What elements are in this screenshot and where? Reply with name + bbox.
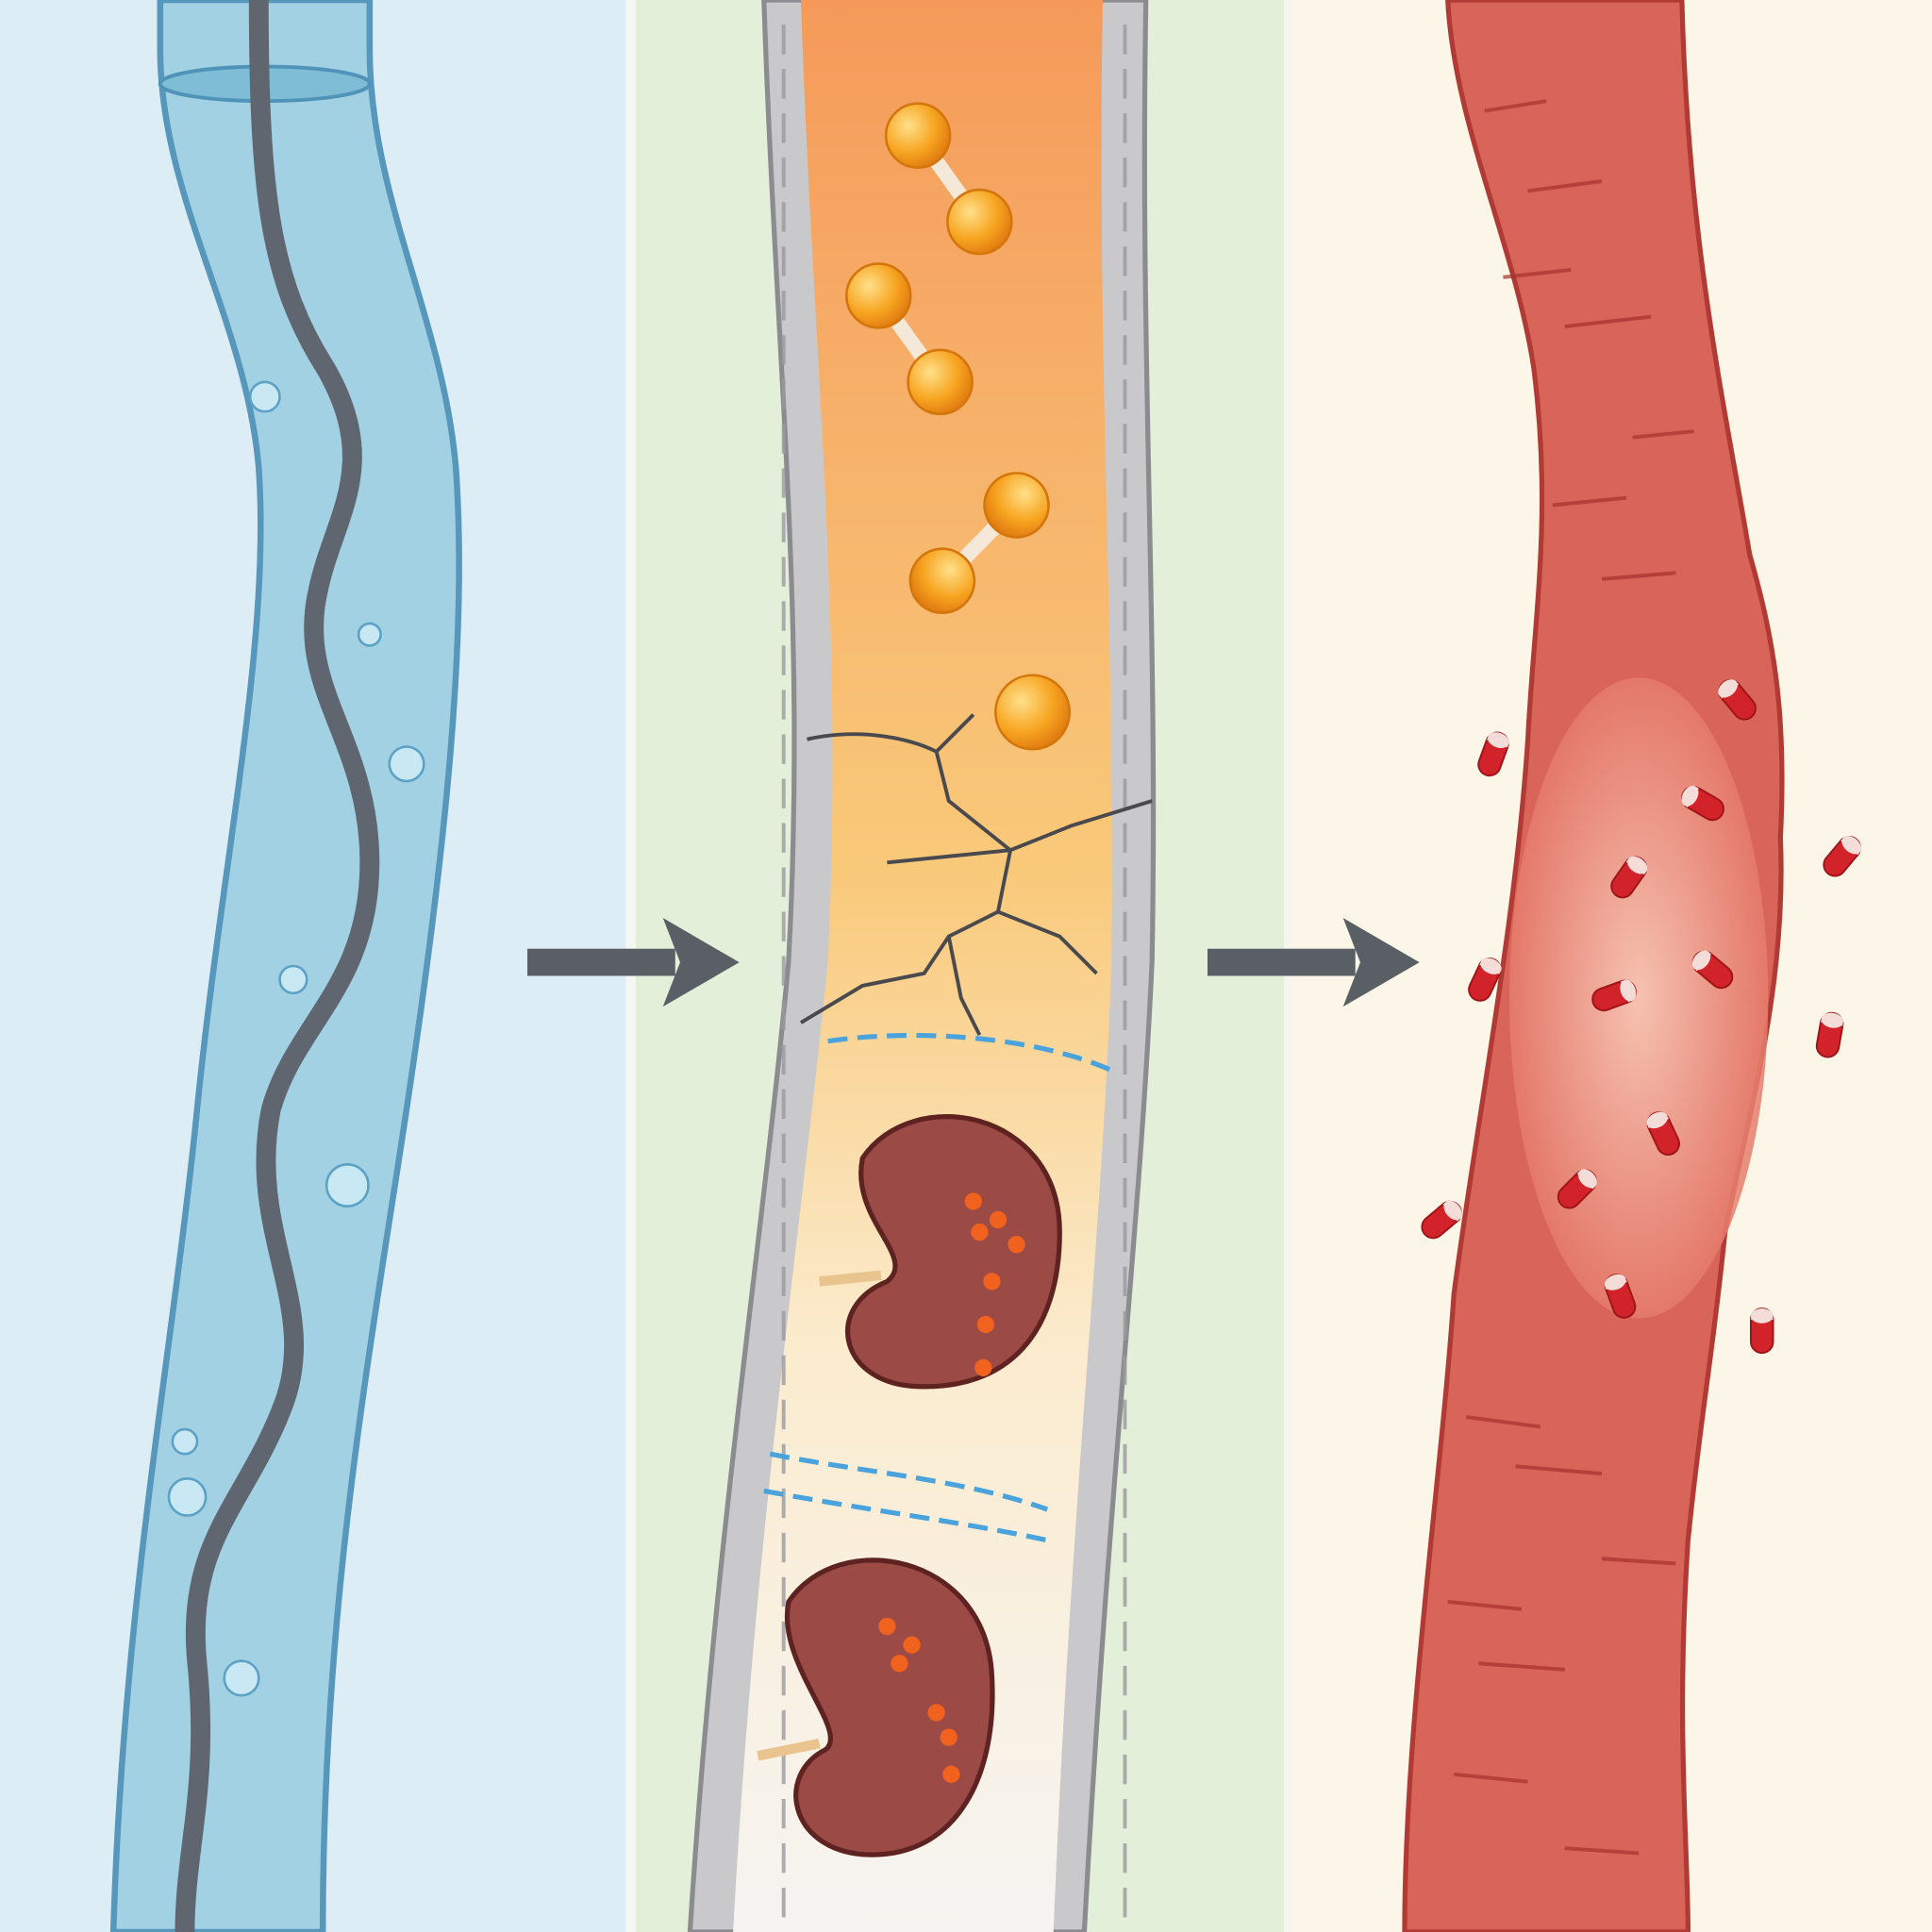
bubble-icons	[167, 380, 425, 1697]
kidney-icon	[819, 1114, 1062, 1390]
cracked-vessel-icon	[687, 0, 1157, 1932]
wire-icon	[175, 0, 380, 1932]
molecule-icons	[846, 104, 1069, 751]
kidney-icon	[757, 1557, 995, 1857]
inflamed-artery-icon	[1402, 0, 1866, 1932]
arrow-right-icon	[1208, 918, 1420, 1008]
crack-lines	[799, 713, 1153, 1037]
muscle-striations	[1447, 99, 1695, 1856]
flow-dashes	[763, 1032, 1117, 1543]
arrow-right-icon	[527, 918, 740, 1008]
